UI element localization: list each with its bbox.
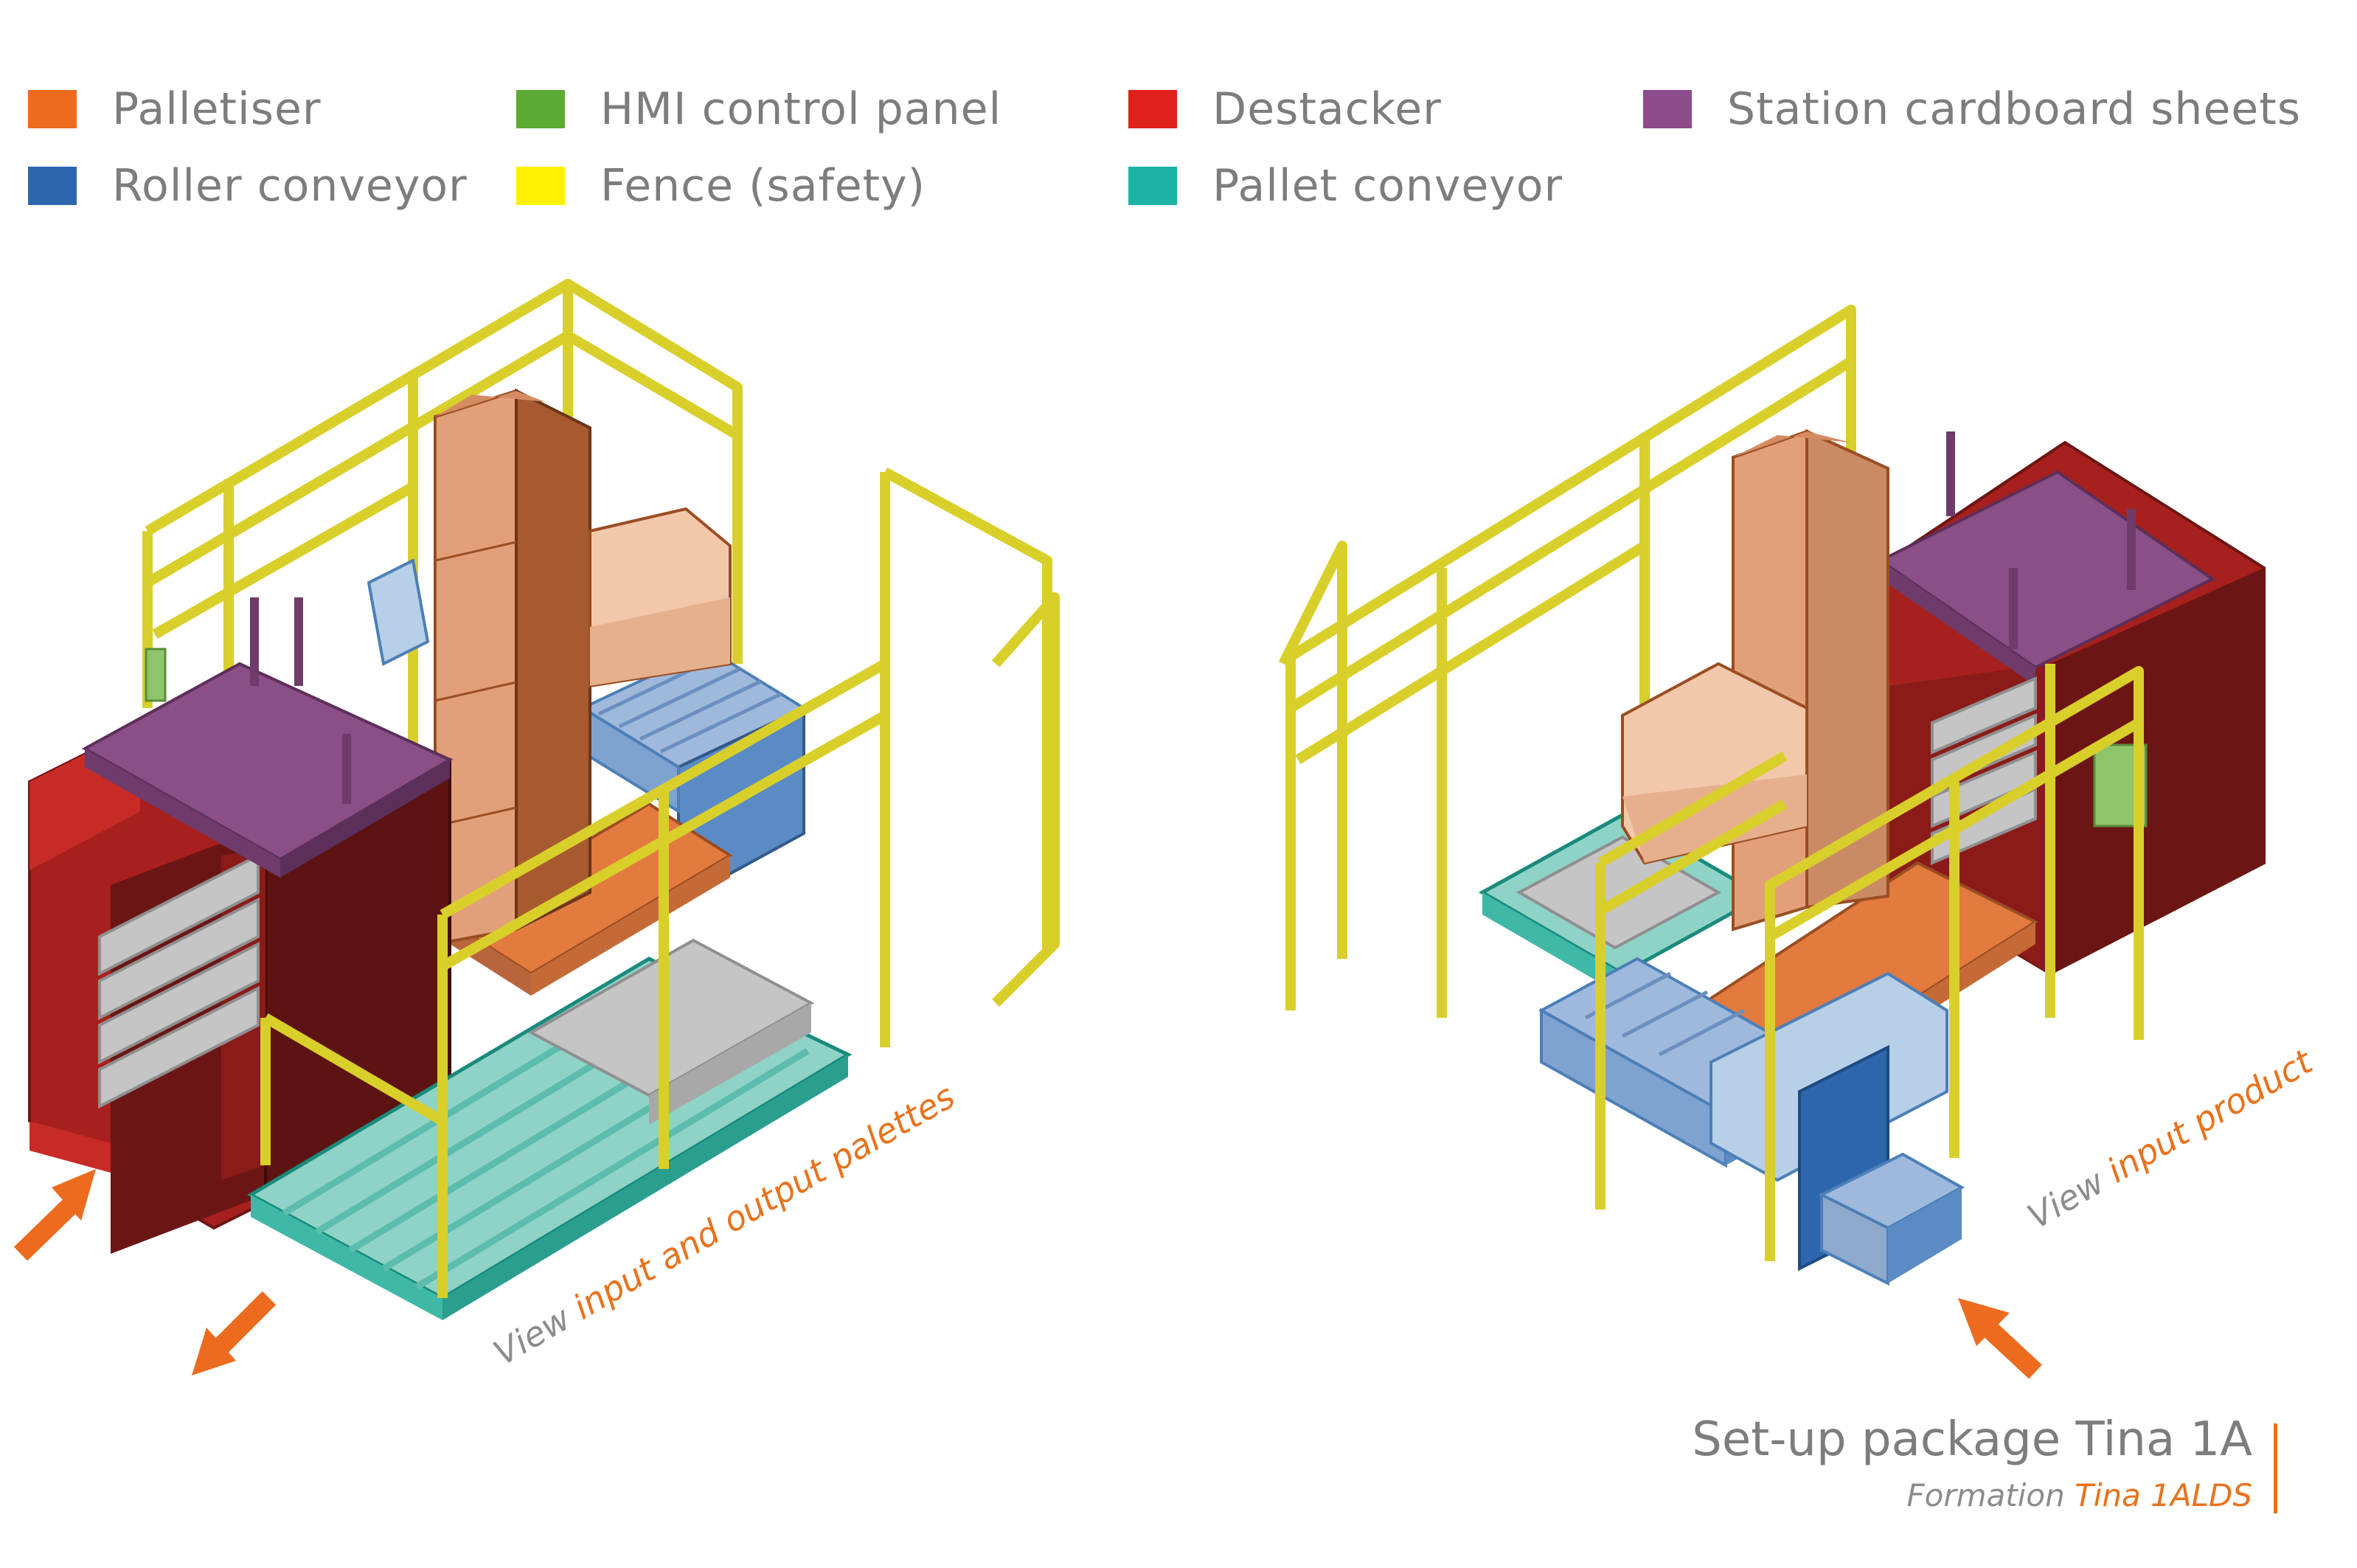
right-installation (1278, 305, 2266, 1379)
legend-item-palletiser: Palletiser (28, 80, 322, 139)
right-palletiser-column (1621, 429, 1889, 932)
left-arrow-in (13, 1169, 96, 1261)
subtitle-prefix: Formation (1906, 1477, 2065, 1513)
left-pallet-stack (98, 853, 260, 1109)
legend-item-fence: Fence (safety) (516, 156, 926, 215)
legend-swatch-roller-conveyor (28, 167, 77, 205)
legend-swatch-hmi-control-panel (516, 90, 565, 128)
subtitle-highlight: Tina 1ALDS (2075, 1477, 2252, 1513)
legend: Palletiser Roller conveyor HMI control p… (28, 80, 2329, 235)
left-installation (13, 279, 1060, 1376)
right-fence-front (1595, 664, 2144, 1261)
legend-label: HMI control panel (600, 83, 1002, 135)
left-arrow-out (192, 1291, 277, 1376)
legend-label: Destacker (1212, 83, 1442, 135)
legend-swatch-station-cardboard-sheets (1643, 90, 1692, 128)
left-pallet-conveyor (246, 938, 853, 1320)
left-fence-front (260, 467, 1060, 1298)
page-subtitle: Formation Tina 1ALDS (1692, 1477, 2252, 1513)
legend-label: Pallet conveyor (1212, 160, 1563, 212)
page-title: Set-up package Tina 1A (1692, 1412, 2252, 1467)
legend-item-destacker: Destacker (1128, 80, 1442, 139)
legend-item-pallet-conveyor: Pallet conveyor (1128, 156, 1563, 215)
legend-label: Palletiser (112, 83, 322, 135)
right-arrow-in (1958, 1298, 2042, 1379)
legend-swatch-destacker (1128, 90, 1177, 128)
legend-label: Roller conveyor (112, 160, 468, 212)
left-cardboard-station (81, 597, 454, 878)
legend-swatch-fence (516, 167, 565, 205)
left-palletiser-column (434, 388, 732, 946)
legend-label: Station cardboard sheets (1727, 83, 2302, 135)
legend-swatch-palletiser (28, 90, 77, 128)
legend-label: Fence (safety) (600, 160, 926, 212)
title-accent-rule (2274, 1423, 2277, 1513)
legend-item-station-cardboard-sheets: Station cardboard sheets (1643, 80, 2301, 139)
legend-item-hmi-control-panel: HMI control panel (516, 80, 1002, 139)
legend-swatch-pallet-conveyor (1128, 167, 1177, 205)
title-block: Set-up package Tina 1A Formation Tina 1A… (1692, 1412, 2252, 1513)
legend-item-roller-conveyor: Roller conveyor (28, 156, 468, 215)
